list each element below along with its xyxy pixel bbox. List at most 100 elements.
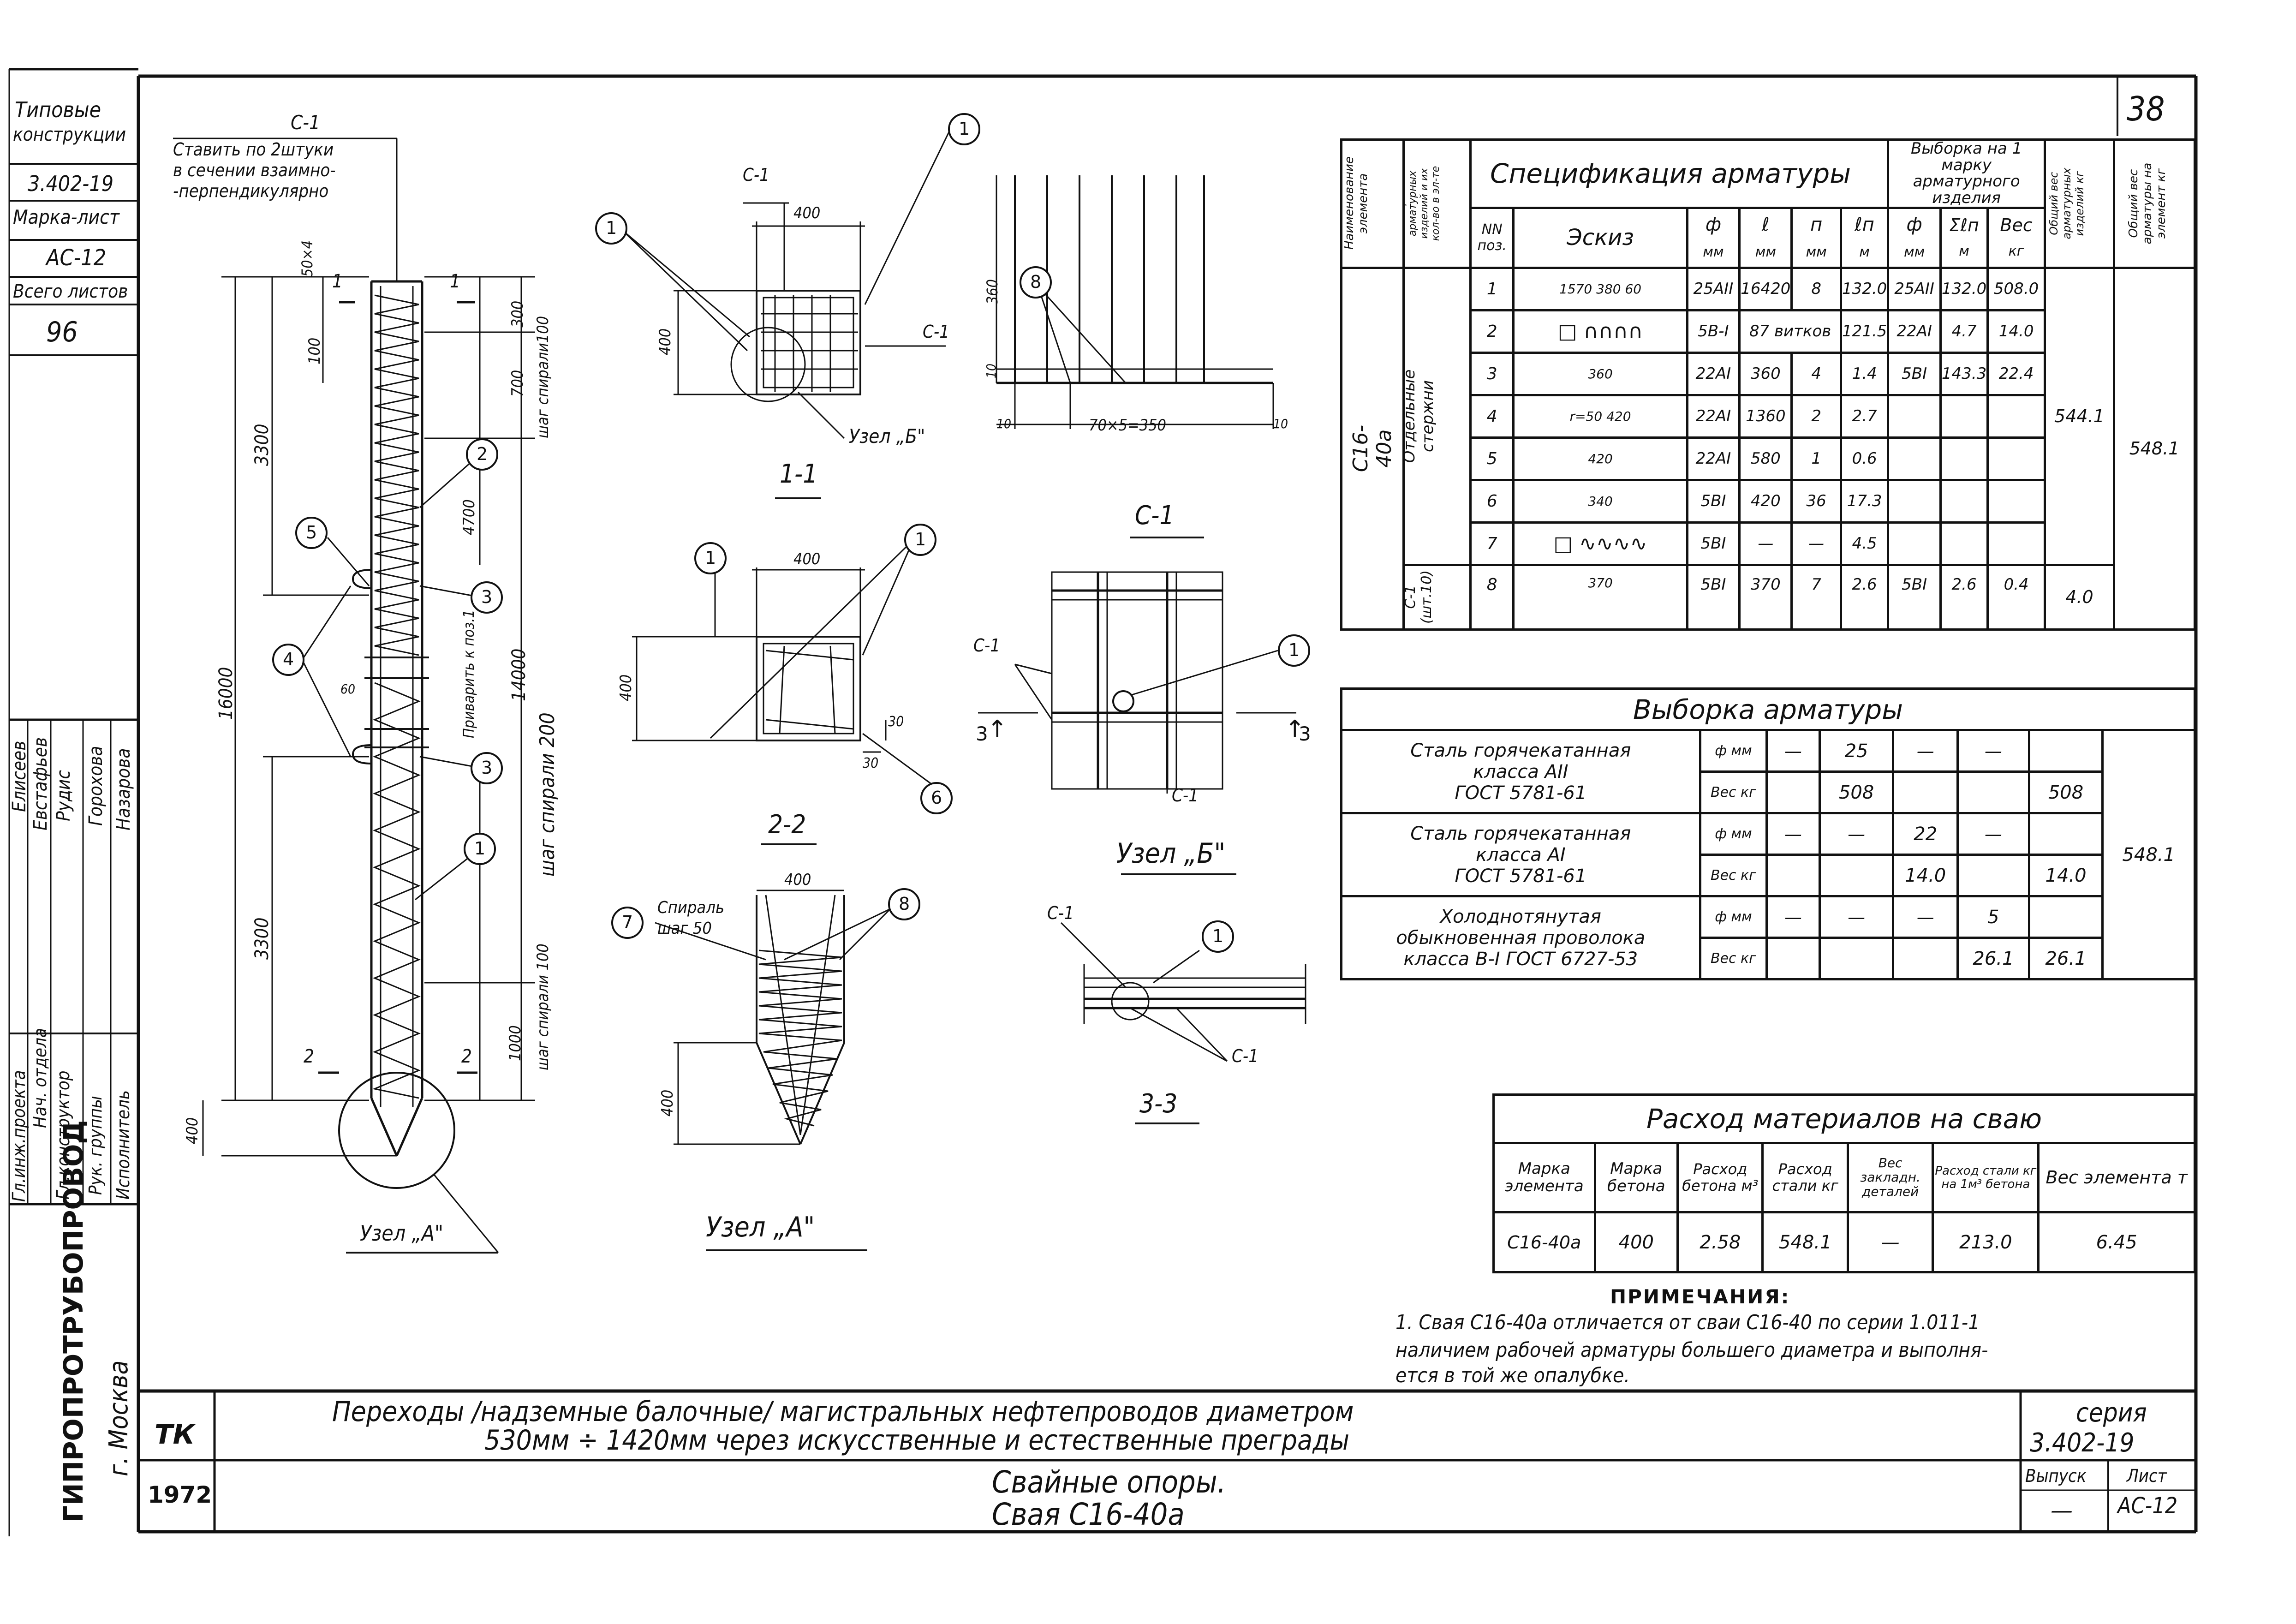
selection-row3-phi-3: — [1892, 895, 1959, 939]
pile-dim-top: 3300 [251, 424, 273, 466]
spec-row-n: 8 [1790, 266, 1842, 311]
spec-row-sketch: □ ∩∩∩∩ [1512, 309, 1688, 354]
selection-row3-w-3 [1892, 937, 1959, 980]
selection-row1-w-4 [1956, 770, 2030, 814]
catalog-total-label: Всего листов [13, 281, 128, 302]
callout-8-nodea: 8 [899, 894, 910, 914]
spec-row-l: — [1738, 521, 1793, 566]
selection-row2-w-label: Вес кг [1699, 854, 1768, 897]
materials-h-concrete-vol: Расход бетона м³ [1676, 1142, 1764, 1213]
pile-dim-tip: 400 [183, 1117, 202, 1144]
selection-row2-phi-5 [2028, 812, 2104, 856]
selection-row3-w-4: 26.1 [1956, 937, 2030, 980]
spec-row-phi: 5ВI [1686, 521, 1741, 566]
node-a-dim-400: 400 [784, 871, 811, 889]
materials-steel: 548.1 [1761, 1211, 1849, 1273]
node-b-c1-bottom: С-1 [1172, 785, 1199, 806]
pile-dim-1000: 1000 [506, 1025, 525, 1061]
materials-title: Расход материалов на сваю [1492, 1093, 2196, 1144]
stamp-subtitle-1: Свайные опоры. [992, 1464, 1226, 1500]
notes-line-2: наличием рабочей арматуры большего диаме… [1395, 1338, 1988, 1362]
spec-row-pos: 8 [1469, 563, 1515, 631]
spec-group-c1: С-1 (шт.10) [1402, 563, 1472, 631]
notes-title: ПРИМЕЧАНИЯ: [1610, 1285, 1790, 1308]
selection-row1-phi-2: 25 [1818, 729, 1895, 773]
c1-dim-10-left: 10 [996, 416, 1012, 431]
spec-row-sketch: 370 [1512, 563, 1688, 631]
stamp-series-label: серия [2076, 1398, 2147, 1428]
callout-6: 6 [931, 788, 942, 808]
spec-col-total-set: Общий вес арматурных изделий кг [2043, 138, 2115, 269]
spec-row-l: 420 [1738, 478, 1793, 524]
selection-title: Выборка арматуры [1340, 687, 2196, 731]
spec-row-pos: 5 [1469, 436, 1515, 481]
spec-row-l: 580 [1738, 436, 1793, 481]
sec-mark-1-left: 1 [332, 271, 343, 292]
selection-row3-w-2 [1818, 937, 1895, 980]
spec-group-bars: Отдельные стержни [1402, 266, 1472, 566]
spec-col-pos: NN поз. [1469, 206, 1515, 269]
spec-row-sl [1939, 436, 1989, 481]
selection-row1-w-1 [1765, 770, 1821, 814]
stamp-issue: — [2051, 1498, 2073, 1523]
sec11-node-b: Узел „Б" [849, 425, 925, 448]
node-a-spiral-2: шаг 50 [657, 919, 712, 938]
selection-row3-phi-4: 5 [1956, 895, 2030, 939]
sec11-c1-top: С-1 [743, 165, 769, 185]
sec22-dim-30b: 30 [863, 755, 879, 771]
pile-dim-14000: 14000 [508, 648, 530, 701]
pile-step-100-top: шаг спирали100 [534, 316, 552, 438]
selection-row1-phi-4: — [1956, 729, 2030, 773]
c1-dim-360: 360 [984, 279, 1001, 304]
sheet-number: 38 [2127, 90, 2165, 128]
spec-row-sl [1939, 521, 1989, 566]
materials-h-steel: Расход стали кг [1761, 1142, 1849, 1213]
stamp-title-1: Переходы /надземные балочные/ магистраль… [332, 1396, 1354, 1428]
selection-row3-phi-1: — [1765, 895, 1821, 939]
selection-row2-sum: 14.0 [2028, 854, 2104, 897]
c1-dim-10-right: 10 [1273, 416, 1288, 431]
node-b-sec-3-left: 3 [976, 722, 988, 745]
selection-row3-sum: 26.1 [2028, 937, 2104, 980]
pile-step-100-bottom: шаг спирали 100 [534, 943, 552, 1070]
materials-h-steel-per-m3: Расход стали кг на 1м³ бетона [1932, 1142, 2040, 1213]
spec-row-l: 87 витков [1738, 309, 1842, 354]
spec-total-set-1: 544.1 [2043, 266, 2115, 566]
pile-dim-4700: 4700 [460, 499, 478, 535]
sec-mark-1-right: 1 [450, 271, 460, 292]
selection-row3-w-label: Вес кг [1699, 937, 1768, 980]
stamp-issue-label: Выпуск [2025, 1466, 2087, 1486]
spec-row-sl: 143.3 [1939, 351, 1989, 396]
spec-row-ln: 1.4 [1839, 351, 1890, 396]
spec-row-phi: 22АI [1686, 394, 1741, 439]
catalog-title-line2: конструкции [13, 124, 126, 145]
sec33-c1-bottom: С-1 [1232, 1046, 1258, 1066]
selection-row3-phi-5 [2028, 895, 2104, 939]
spec-row-sketch: 360 [1512, 351, 1688, 396]
materials-concrete: 400 [1593, 1211, 1679, 1273]
sig-name-1: Елисеев [9, 740, 30, 812]
pile-c1-title: С-1 [291, 111, 321, 134]
spec-row-ln: 0.6 [1839, 436, 1890, 481]
spec-row-sketch: 1570 380 60 [1512, 266, 1688, 311]
materials-weight: 6.45 [2037, 1211, 2196, 1273]
selection-row1-sum: 508 [2028, 770, 2104, 814]
selection-row2-phi-3: 22 [1892, 812, 1959, 856]
spec-row-w: 508.0 [1986, 266, 2046, 311]
sec11-c1-right: С-1 [923, 322, 949, 342]
spec-row-sphi: 5ВI [1887, 351, 1942, 396]
pile-dim-60: 60 [340, 681, 356, 697]
spec-row-sketch: 420 [1512, 436, 1688, 481]
pile-dim-700: 700 [508, 370, 527, 397]
node-b-sec-3-right: 3 [1299, 722, 1311, 745]
callout-1-pile: 1 [474, 838, 486, 859]
catalog-mark-label: Марка-лист [13, 206, 119, 228]
selection-row1-phi-5 [2028, 729, 2104, 773]
selection-row3-w-1 [1765, 937, 1821, 980]
stamp-sheet: АС-12 [2117, 1493, 2178, 1519]
spec-row-phi: 5ВI [1686, 563, 1741, 631]
